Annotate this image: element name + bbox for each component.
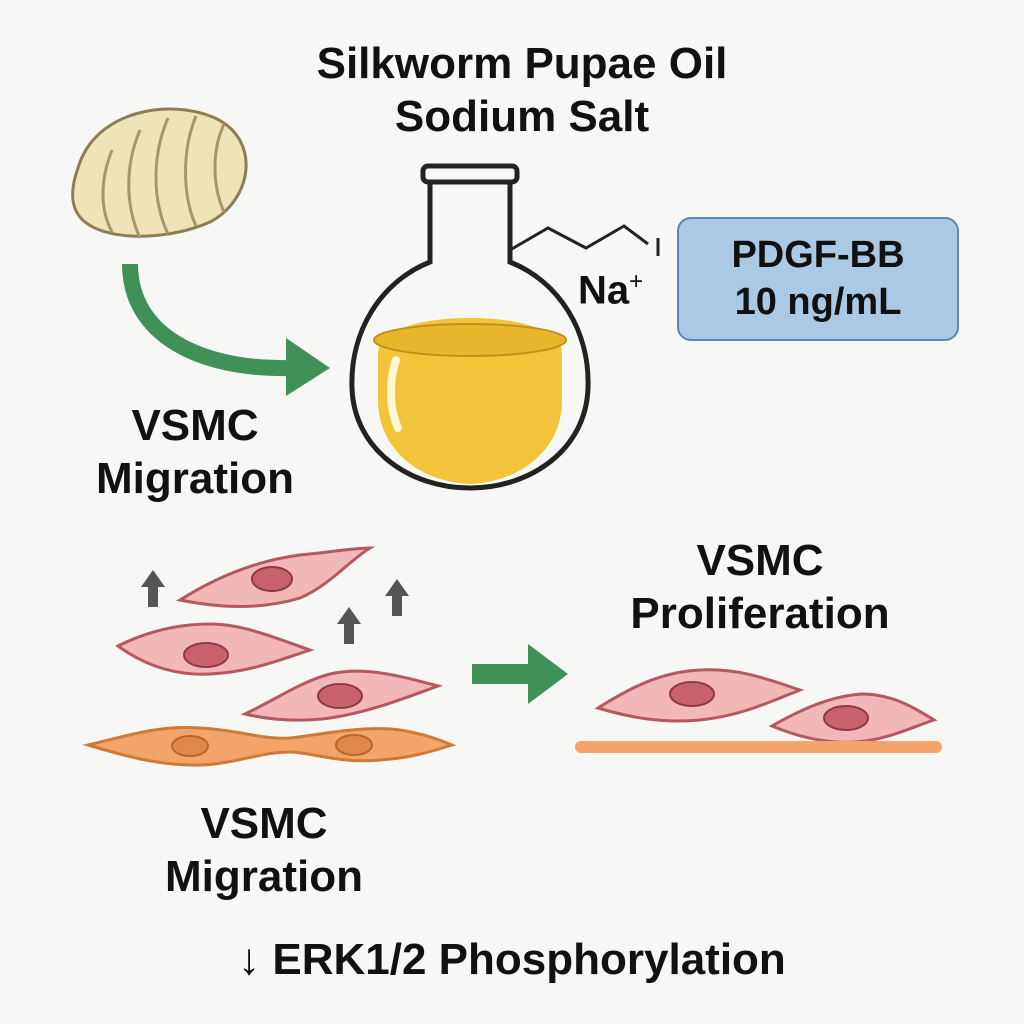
- vsmc-cell-icon: [768, 692, 938, 744]
- top-label-line-1: VSMC: [131, 401, 259, 450]
- vsmc-cell-icon: [594, 668, 805, 723]
- proliferating-cells-group: [575, 668, 942, 753]
- up-arrow-icon: [385, 579, 409, 616]
- top-label-line-2: Migration: [96, 453, 294, 503]
- bottom-label-line-2: Migration: [165, 851, 363, 901]
- top-vsmc-migration-label: VSMC Migration: [40, 400, 350, 506]
- orange-vsmc-cell-row: [82, 725, 457, 767]
- bottom-vsmc-migration-label: VSMC Migration: [104, 798, 424, 904]
- up-arrow-icon: [337, 607, 361, 644]
- up-arrows-group: [141, 570, 409, 644]
- pdgf-bb-name: PDGF-BB: [731, 233, 905, 276]
- migration-to-proliferation-arrow: [472, 644, 568, 704]
- migrating-cells-group: [82, 546, 457, 767]
- pdgf-bb-concentration: 10 ng/mL: [734, 281, 902, 323]
- right-label-line-1: VSMC: [696, 536, 824, 585]
- diagram-title: Silkworm Pupae Oil Sodium Salt: [212, 38, 832, 144]
- substrate-layer: [575, 741, 942, 753]
- vsmc-cell-icon: [115, 622, 315, 676]
- silkworm-pupa-icon: [71, 107, 248, 239]
- vsmc-proliferation-label: VSMC Proliferation: [590, 535, 930, 641]
- up-arrow-icon: [141, 570, 165, 607]
- fatty-acid-chain-icon: [509, 224, 660, 256]
- right-label-line-2: Proliferation: [630, 588, 890, 638]
- erk-phosphorylation-label: ↓ ERK1/2 Phosphorylation: [238, 935, 786, 984]
- title-line-1: Silkworm Pupae Oil: [316, 39, 728, 88]
- pdgf-bb-box: PDGF-BB 10 ng/mL: [677, 217, 959, 341]
- vsmc-cell-icon: [176, 546, 376, 608]
- bottom-label-line-1: VSMC: [200, 799, 328, 848]
- sodium-symbol: Na: [578, 268, 630, 313]
- round-bottom-flask-icon: [349, 163, 591, 491]
- sodium-ion-label: Na+: [578, 268, 643, 313]
- title-line-2: Sodium Salt: [394, 91, 650, 141]
- pupa-to-flask-arrow: [122, 263, 330, 396]
- vsmc-cell-icon: [240, 669, 444, 722]
- sodium-charge: +: [629, 268, 644, 295]
